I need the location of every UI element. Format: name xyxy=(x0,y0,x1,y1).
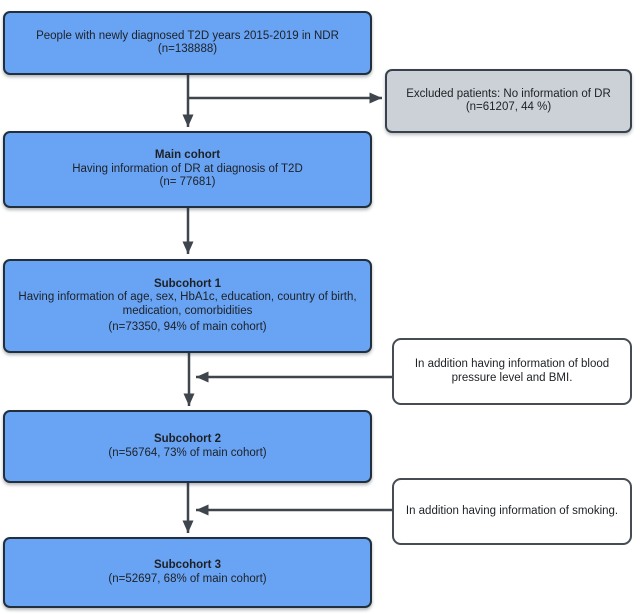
subcohort-1-text: Having information of age, sex, HbA1c, e… xyxy=(18,291,357,317)
box-subcohort-1: Subcohort 1 Having information of age, s… xyxy=(3,259,372,353)
note-smoking-text: In addition having information of smokin… xyxy=(405,504,619,517)
main-cohort-text: Having information of DR at diagnosis of… xyxy=(72,162,303,175)
subcohort-3-n: (n=52697, 68% of main cohort) xyxy=(108,572,267,585)
subcohort-1-n: (n=73350, 94% of main cohort) xyxy=(108,321,267,333)
box-note-smoking: In addition having information of smokin… xyxy=(392,478,632,545)
box-subcohort-3: Subcohort 3 (n=52697, 68% of main cohort… xyxy=(3,537,372,608)
box-main-cohort: Main cohort Having information of DR at … xyxy=(3,131,372,208)
subcohort-1-title: Subcohort 1 xyxy=(153,277,222,290)
main-cohort-n: (n= 77681) xyxy=(159,176,216,189)
initial-population-n: (n=138888) xyxy=(157,43,218,55)
box-subcohort-2: Subcohort 2 (n=56764, 73% of main cohort… xyxy=(3,410,372,483)
note-bmi-text: In addition having information of blood … xyxy=(414,358,610,384)
subcohort-2-n: (n=56764, 73% of main cohort) xyxy=(108,446,267,459)
box-note-bmi: In addition having information of blood … xyxy=(392,338,632,405)
box-initial-population: People with newly diagnosed T2D years 20… xyxy=(3,11,372,75)
box-excluded-patients: Excluded patients: No information of DR … xyxy=(385,69,632,133)
subcohort-2-title: Subcohort 2 xyxy=(153,433,222,445)
excluded-n: (n=61207, 44 %) xyxy=(465,101,552,113)
excluded-text: Excluded patients: No information of DR xyxy=(406,87,611,100)
main-cohort-title: Main cohort xyxy=(154,149,221,162)
subcohort-3-title: Subcohort 3 xyxy=(153,559,222,571)
initial-population-text: People with newly diagnosed T2D years 20… xyxy=(36,29,339,42)
